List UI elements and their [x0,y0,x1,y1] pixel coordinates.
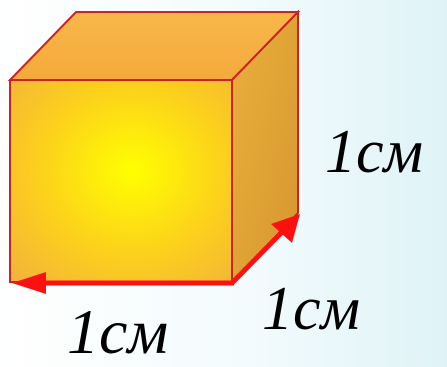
cube-front-face [9,79,233,283]
depth-label: 1см [262,275,361,343]
height-label: 1см [325,118,424,186]
depth-arrow [230,214,300,285]
width-arrow [12,272,234,294]
width-label: 1см [67,296,169,367]
